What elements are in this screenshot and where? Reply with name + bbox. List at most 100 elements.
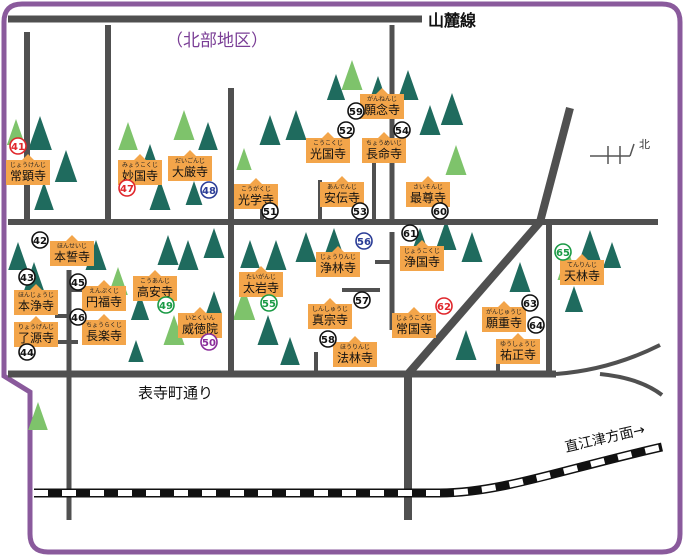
temple-number: 61 [403,229,417,240]
temple-number-circle [401,224,419,242]
temple-name: 常国寺 [396,322,432,336]
temple-furigana: りょうげんじ [18,323,54,331]
temple-name: 浄林寺 [320,261,356,275]
temple-label-box [168,150,212,181]
tree-icon [177,240,199,270]
temple-label-box [320,176,364,207]
temple-number: 63 [523,299,537,310]
temple-number: 53 [353,207,367,218]
railway [34,442,663,498]
temple-name: 願重寺 [486,316,522,330]
temple-number: 65 [556,248,570,259]
tree-icon [326,74,346,100]
road-diagonal-2 [404,219,544,377]
temple-furigana: ほんじょうじ [18,292,54,299]
temple-number-circle [69,308,87,326]
temple-name: 了源寺 [18,331,54,345]
tree-icon [445,145,467,175]
temple-label-box [496,333,540,364]
tree-icon [173,110,195,140]
temple-number: 57 [355,296,369,307]
tree-icon [185,181,203,205]
temple-number: 58 [321,335,335,346]
temple-number: 49 [159,301,173,312]
temple-number: 42 [33,236,47,247]
temple-number-circle [431,202,449,220]
temple-label-box [82,314,126,345]
tree-icon [128,340,144,362]
temple-number-circle [31,231,49,249]
temple-number: 41 [11,142,25,153]
temple-label-box [400,240,444,271]
temple-number-circle [261,202,279,220]
tree-icon [149,180,171,210]
temple-label-box [239,266,283,297]
tree-icon [579,230,601,260]
road-label-main-street: 表寺町通り [138,384,213,402]
temple-name: 太岩寺 [243,280,279,295]
temple-furigana: いとくいん [185,315,215,322]
temple-furigana: たいがんじ [246,273,276,281]
tree-icon [435,220,457,250]
temple-number: 55 [262,299,276,310]
temple-label-box [6,154,50,185]
tree-icon [397,70,419,100]
temple-name: 願念寺 [364,102,400,117]
temple-number: 51 [263,207,277,218]
north-arrow-icon [590,143,635,164]
temple-name: 常顕寺 [10,169,46,183]
temple-furigana: がんねんじ [367,95,397,103]
tree-icon [461,232,483,262]
temple-number-circle [18,343,36,361]
temple-label-box [306,132,350,163]
tree-icon [54,150,78,182]
tree-icon [509,262,531,292]
temple-number: 50 [202,338,216,349]
temple-number: 64 [529,321,543,332]
tree-icon [232,288,256,320]
temple-furigana: えんぷくじ [89,288,119,295]
tree-icon [118,122,138,150]
temple-name: 祐正寺 [500,348,536,362]
temple-furigana: じょうけんじ [10,162,46,169]
area-title: （北部地区） [166,31,268,51]
temple-name: 円福寺 [86,294,122,309]
temple-name: 最尊寺 [410,190,446,205]
temple-number-circle [347,102,365,120]
temple-label-box [178,307,222,338]
temple-number: 47 [120,184,134,195]
temple-number-circle [157,296,175,314]
temple-number: 54 [395,126,409,137]
temple-number: 44 [20,348,34,359]
temple-label-box [14,316,58,347]
temple-number-circle [18,268,36,286]
tree-icon [265,240,287,270]
temple-label-box [482,301,526,332]
